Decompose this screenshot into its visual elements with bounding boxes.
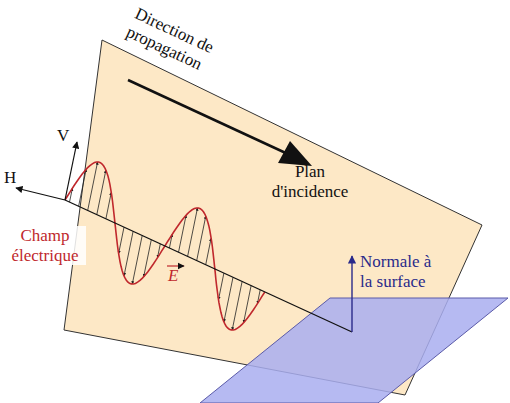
field-vector [188,208,198,257]
axis-label: H [4,168,16,188]
field-vector [232,282,242,331]
vector-symbol: E [168,266,178,286]
field-vector [124,231,133,276]
ray-axis [65,200,352,332]
field-vector [197,216,206,261]
axis-label: V [57,126,69,146]
field-label: Champ électrique [4,226,86,265]
field-vector [97,170,106,215]
surface-plane [200,298,508,403]
field-vector [224,277,233,322]
field-vector [106,192,111,219]
h-axis [16,188,65,200]
field-vector [219,273,224,300]
field-vector [132,236,142,285]
field-vector [119,227,124,254]
plane-label: Plan d'incidence [262,162,358,201]
propagation-arrow [128,80,290,155]
normal-label: Normale à la surface [360,252,444,291]
field-vector [206,238,211,264]
surface-normal [351,256,352,332]
field-vector [88,162,98,211]
v-axis [65,142,77,200]
